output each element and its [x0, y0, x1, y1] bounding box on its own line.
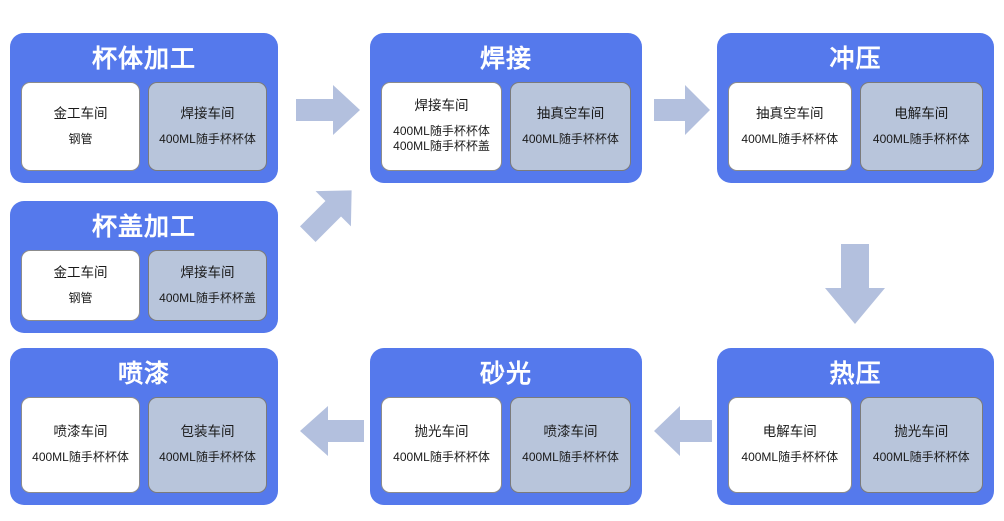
stage-title: 杯体加工: [91, 45, 196, 73]
stage-title: 热压: [829, 360, 882, 388]
stage-hot-pressing[interactable]: 热压 电解车间 400ML随手杯杯体 抛光车间 400ML随手杯杯体: [717, 348, 994, 505]
workshop-name: 焊接车间: [180, 264, 235, 280]
workshop-card[interactable]: 抽真空车间 400ML随手杯杯体: [510, 82, 631, 171]
workshop-card[interactable]: 抛光车间 400ML随手杯杯体: [859, 397, 983, 493]
workshop-item: 400ML随手杯杯体: [393, 450, 490, 465]
stage-welding[interactable]: 焊接 焊接车间 400ML随手杯杯体 400ML随手杯杯盖 抽真空车间 400M…: [370, 33, 642, 183]
stage-title: 冲压: [829, 45, 882, 73]
workshop-item: 钢管: [68, 290, 93, 305]
workshop-card[interactable]: 焊接车间 400ML随手杯杯体: [148, 82, 267, 171]
workshop-name: 抛光车间: [414, 424, 469, 440]
arrow-left-icon: [300, 402, 364, 460]
stage-card-list: 电解车间 400ML随手杯杯体 抛光车间 400ML随手杯杯体: [717, 397, 994, 505]
arrow-right-icon: [296, 82, 360, 138]
workshop-card[interactable]: 包装车间 400ML随手杯杯体: [148, 397, 267, 493]
stage-title: 喷漆: [117, 360, 170, 388]
stage-cup-lid-processing[interactable]: 杯盖加工 金工车间 钢管 焊接车间 400ML随手杯杯盖: [10, 201, 278, 333]
workshop-item: 400ML随手杯杯盖: [159, 290, 256, 305]
stage-card-list: 金工车间 钢管 焊接车间 400ML随手杯杯体: [10, 82, 278, 183]
workshop-item: 400ML随手杯杯体: [159, 450, 256, 465]
workshop-item: 400ML随手杯杯体: [522, 131, 619, 146]
workshop-name: 抛光车间: [894, 424, 949, 440]
stage-title: 砂光: [479, 360, 532, 388]
workshop-name: 包装车间: [180, 424, 235, 440]
workshop-item: 400ML随手杯杯体: [872, 450, 970, 465]
stage-title: 焊接: [479, 45, 532, 73]
workshop-name: 电解车间: [762, 424, 817, 440]
workshop-card[interactable]: 电解车间 400ML随手杯杯体: [859, 82, 983, 171]
workshop-item: 400ML随手杯杯体: [393, 123, 490, 138]
workshop-name: 金工车间: [53, 264, 108, 280]
workshop-card[interactable]: 喷漆车间 400ML随手杯杯体: [510, 397, 631, 493]
workshop-item: 400ML随手杯杯体: [741, 450, 839, 465]
arrow-down-icon: [824, 244, 886, 326]
workshop-card[interactable]: 抽真空车间 400ML随手杯杯体: [728, 82, 852, 171]
workshop-card[interactable]: 抛光车间 400ML随手杯杯体: [381, 397, 502, 493]
stage-card-list: 抛光车间 400ML随手杯杯体 喷漆车间 400ML随手杯杯体: [370, 397, 642, 505]
workshop-card[interactable]: 金工车间 钢管: [21, 82, 140, 171]
arrow-right-icon: [654, 82, 710, 138]
workshop-item: 400ML随手杯杯体: [159, 131, 256, 146]
stage-title: 杯盖加工: [91, 213, 196, 241]
workshop-name: 抽真空车间: [536, 105, 605, 121]
workshop-card[interactable]: 电解车间 400ML随手杯杯体: [728, 397, 852, 493]
stage-stamping[interactable]: 冲压 抽真空车间 400ML随手杯杯体 电解车间 400ML随手杯杯体: [717, 33, 994, 183]
workshop-item: 400ML随手杯杯体: [522, 450, 619, 465]
workshop-card[interactable]: 焊接车间 400ML随手杯杯体 400ML随手杯杯盖: [381, 82, 502, 171]
stage-card-list: 抽真空车间 400ML随手杯杯体 电解车间 400ML随手杯杯体: [717, 82, 994, 183]
workshop-card[interactable]: 喷漆车间 400ML随手杯杯体: [21, 397, 140, 493]
workshop-item: 400ML随手杯杯体: [872, 131, 970, 146]
stage-spray-painting[interactable]: 喷漆 喷漆车间 400ML随手杯杯体 包装车间 400ML随手杯杯体: [10, 348, 278, 505]
workshop-name: 喷漆车间: [543, 424, 598, 440]
stage-sanding[interactable]: 砂光 抛光车间 400ML随手杯杯体 喷漆车间 400ML随手杯杯体: [370, 348, 642, 505]
workshop-card[interactable]: 金工车间 钢管: [21, 250, 140, 321]
stage-card-list: 金工车间 钢管 焊接车间 400ML随手杯杯盖: [10, 250, 278, 333]
stage-cup-body-processing[interactable]: 杯体加工 金工车间 钢管 焊接车间 400ML随手杯杯体: [10, 33, 278, 183]
workshop-item: 400ML随手杯杯盖: [393, 139, 490, 154]
workshop-card[interactable]: 焊接车间 400ML随手杯杯盖: [148, 250, 267, 321]
stage-card-list: 喷漆车间 400ML随手杯杯体 包装车间 400ML随手杯杯体: [10, 397, 278, 505]
arrow-up-right-icon: [293, 177, 365, 249]
arrow-left-icon: [654, 402, 712, 460]
workshop-item: 钢管: [68, 131, 93, 146]
workshop-name: 焊接车间: [414, 97, 469, 113]
workshop-name: 喷漆车间: [53, 424, 108, 440]
stage-card-list: 焊接车间 400ML随手杯杯体 400ML随手杯杯盖 抽真空车间 400ML随手…: [370, 82, 642, 183]
workshop-name: 金工车间: [53, 105, 108, 121]
workshop-item: 400ML随手杯杯体: [741, 131, 839, 146]
workshop-item: 400ML随手杯杯体: [32, 450, 129, 465]
workshop-name: 焊接车间: [180, 105, 235, 121]
workshop-name: 电解车间: [894, 105, 949, 121]
workshop-name: 抽真空车间: [756, 105, 824, 121]
